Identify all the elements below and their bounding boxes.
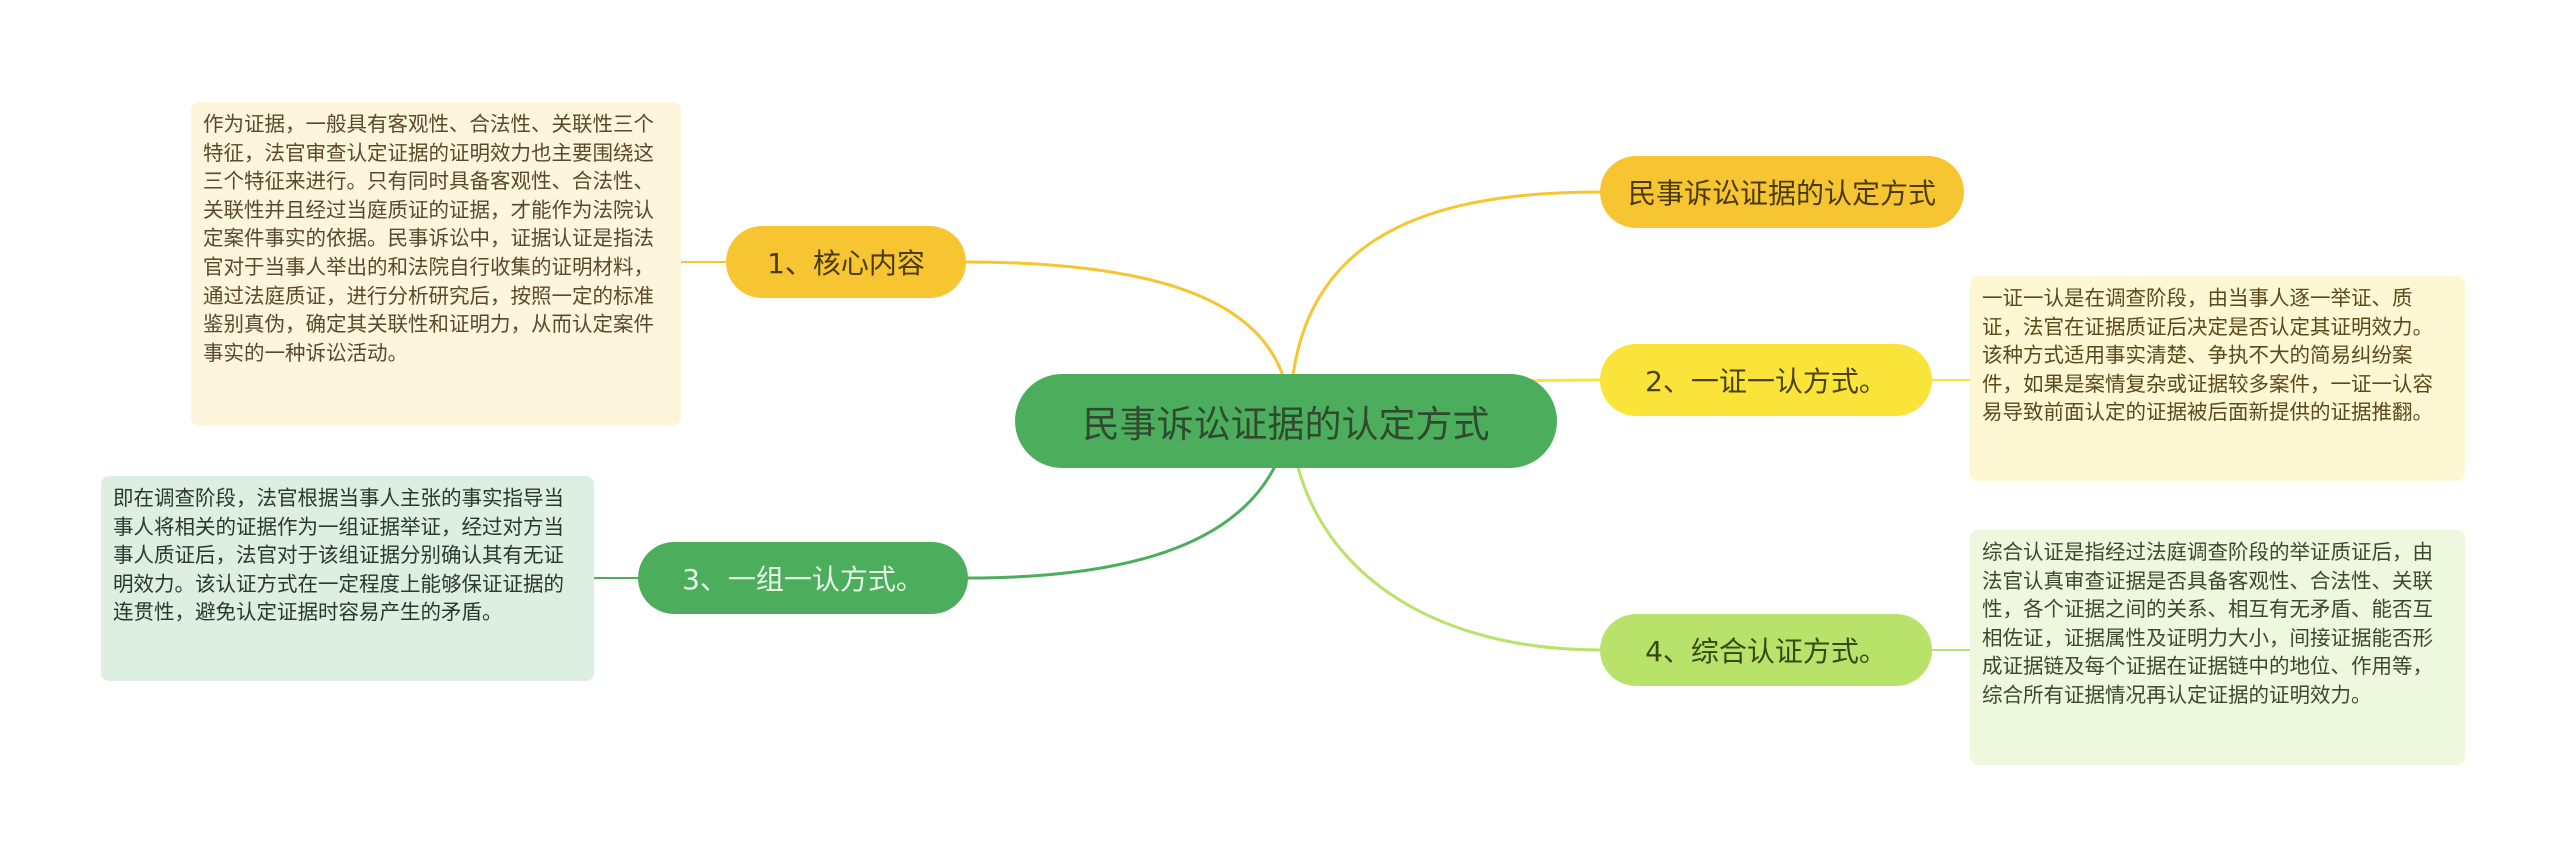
branch-one-by-one[interactable]: 2、一证一认方式。 [1600, 344, 1932, 416]
note-group: 即在调查阶段，法官根据当事人主张的事实指导当事人将相关的证据作为一组证据举证，经… [101, 476, 594, 681]
central-topic[interactable]: 民事诉讼证据的认定方式 [1015, 374, 1557, 468]
edge-to-branch-4 [1288, 419, 1601, 652]
branch-core-content[interactable]: 1、核心内容 [726, 226, 966, 298]
branch-group[interactable]: 3、一组一认方式。 [638, 542, 968, 614]
note-comprehensive: 综合认证是指经过法庭调查阶段的举证质证后，由法官认真审查证据是否具备客观性、合法… [1970, 530, 2465, 765]
note-core-content: 作为证据，一般具有客观性、合法性、关联性三个特征，法官审查认定证据的证明效力也主… [191, 102, 681, 426]
branch-comprehensive[interactable]: 4、综合认证方式。 [1600, 614, 1932, 686]
branch-title[interactable]: 民事诉讼证据的认定方式 [1600, 156, 1964, 228]
note-one-by-one: 一证一认是在调查阶段，由当事人逐一举证、质证，法官在证据质证后决定是否认定其证明… [1970, 276, 2465, 481]
edge-to-title [1288, 190, 1601, 421]
